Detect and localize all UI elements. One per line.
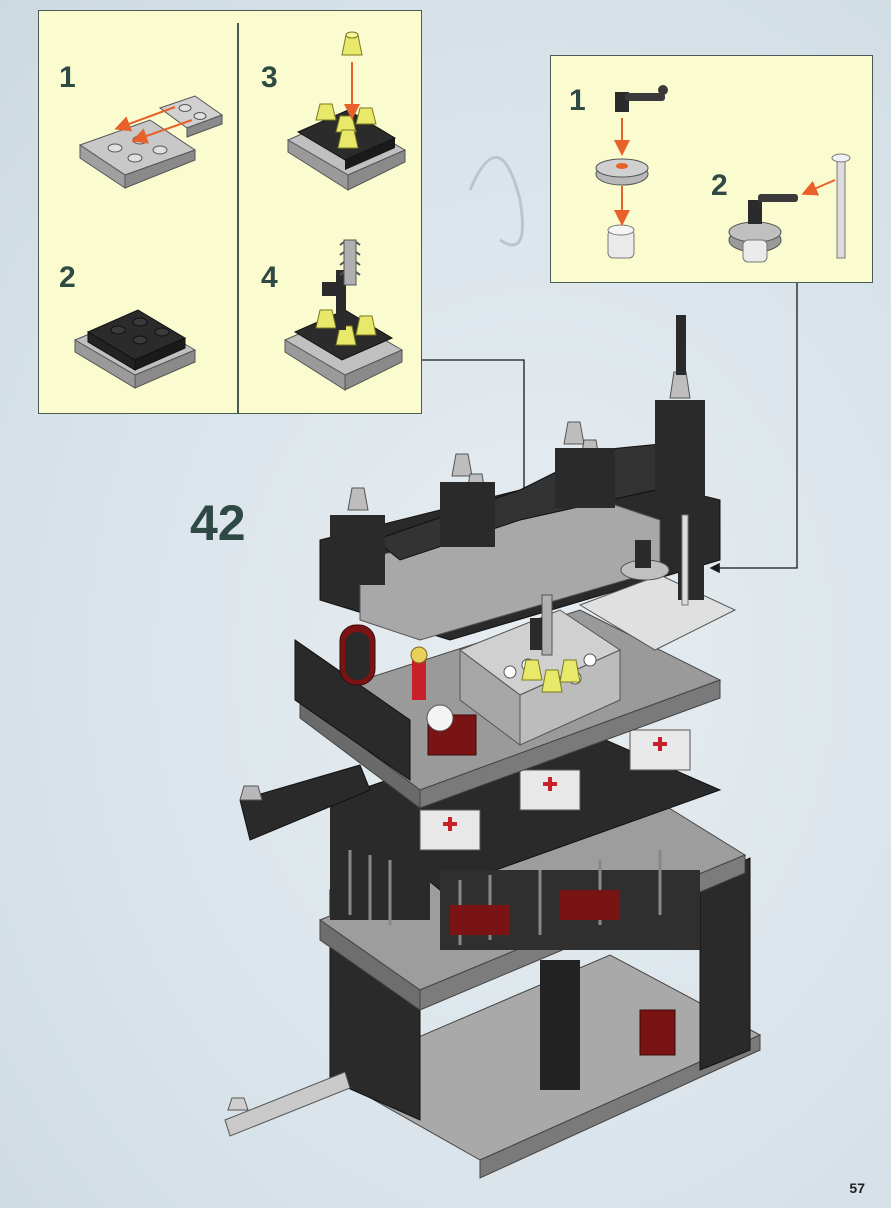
right-substep2-parts <box>729 154 850 262</box>
right-substep1-parts <box>596 85 668 258</box>
substep3-trans-yellow-cones <box>288 32 405 190</box>
substep1-light-gray-plates <box>80 96 222 188</box>
substep2-dark-plate-on-gray <box>75 310 195 388</box>
main-model-tower <box>225 315 760 1178</box>
background-decoration <box>470 157 523 245</box>
substep4-gear-on-cones <box>285 240 402 390</box>
